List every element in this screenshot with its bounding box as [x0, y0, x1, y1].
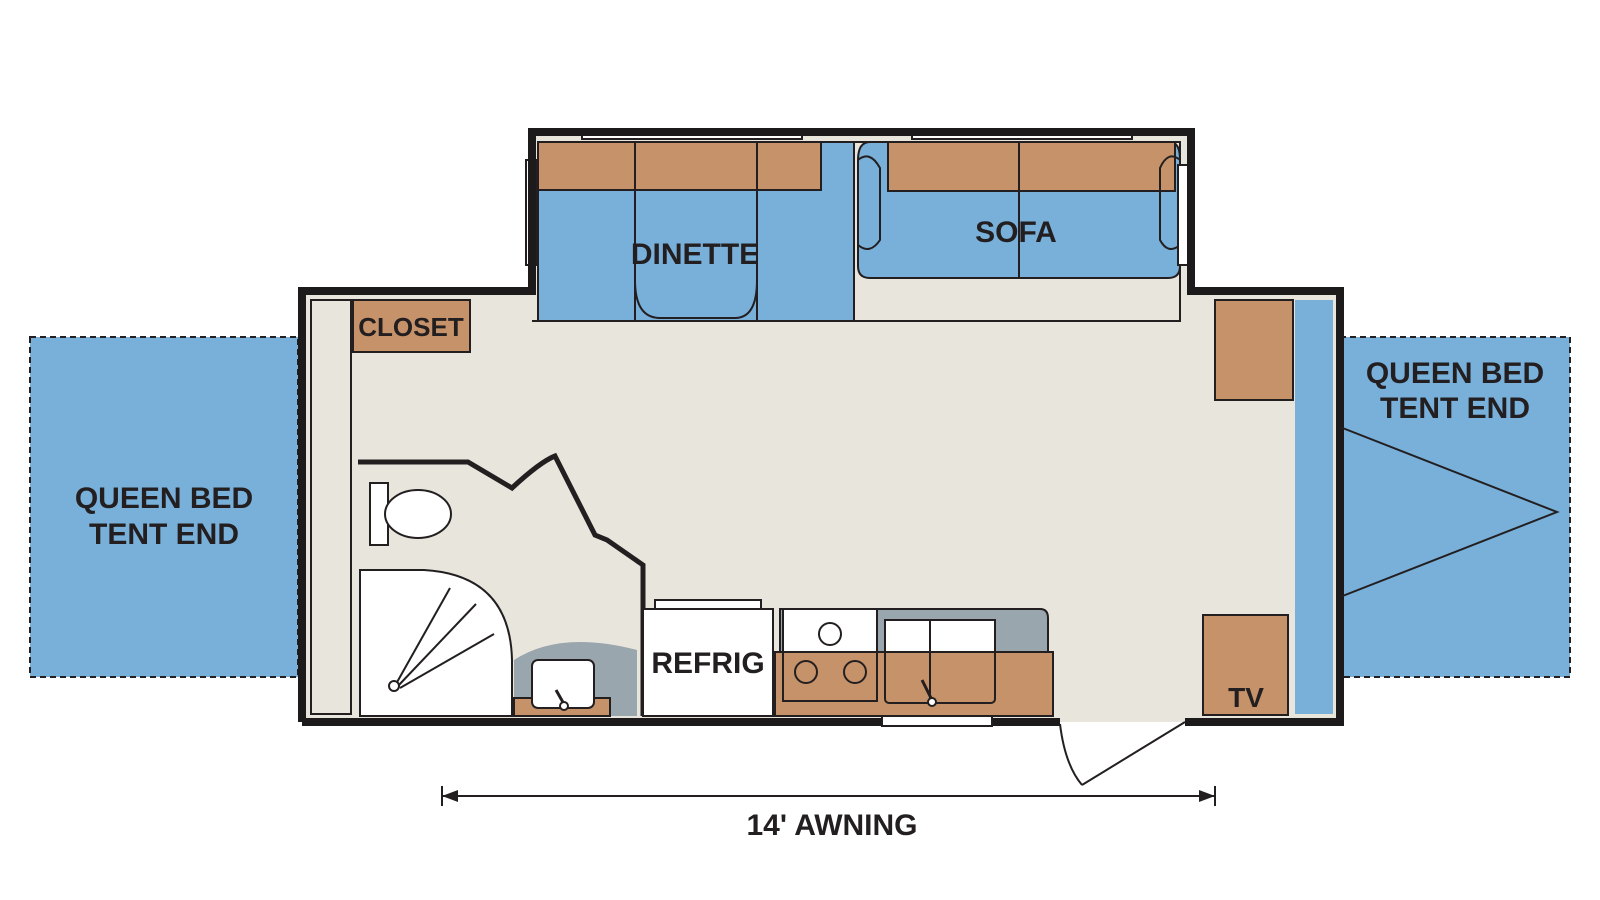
hitch-frame [1339, 426, 1560, 598]
shower-spray [397, 603, 477, 687]
left-tent-area [29, 336, 299, 678]
hitch [1339, 426, 1560, 598]
kitchen-sink-bowl [884, 619, 996, 653]
wall-left-top [298, 128, 1344, 726]
door-swing-arc [1059, 723, 1083, 786]
right-tent-label-line1: QUEEN BED [1366, 357, 1544, 390]
stove-burner [794, 660, 818, 684]
left-tent-end: QUEEN BED TENT END [29, 336, 299, 678]
awning-arrow-right [1199, 790, 1215, 802]
tv-label: TV [1228, 682, 1264, 713]
right-tent-label-line2: TENT END [1380, 392, 1530, 425]
right-bed-strip [1295, 300, 1333, 714]
kitchen-faucet-base [927, 697, 937, 707]
left-wall-strip [310, 299, 352, 715]
sofa-arm-right [1159, 155, 1181, 250]
dinette: DINETTE [525, 128, 855, 322]
closet-label: CLOSET [358, 312, 464, 342]
right-tent-area [1339, 336, 1571, 678]
shower-spray [395, 587, 451, 685]
refrigerator-top [654, 599, 762, 610]
door-leaf [1081, 721, 1186, 786]
left-tent-label-line1: QUEEN BED [75, 482, 253, 515]
wardrobe [1214, 299, 1294, 401]
left-tent-label-line2: TENT END [89, 518, 239, 551]
kitchen: REFRIG [642, 599, 1054, 717]
dinette-label: DINETTE [631, 238, 759, 271]
entry-door [1059, 721, 1186, 786]
awning-label: 14' AWNING [746, 809, 917, 842]
tv-cabinet [1202, 614, 1289, 716]
stove-base [782, 651, 878, 702]
awning-dimension: 14' AWNING [441, 786, 1216, 842]
closet [352, 299, 471, 353]
bath-faucet-base [559, 701, 569, 711]
toilet-bowl [384, 489, 452, 539]
sofa-arm-left [857, 155, 881, 250]
walls [298, 128, 1344, 727]
bathroom-wall [358, 452, 646, 716]
sofa-back-cushion [887, 141, 1176, 192]
bathroom [358, 452, 646, 717]
right-tent-end: QUEEN BED TENT END [1339, 336, 1571, 678]
sofa-label: SOFA [975, 216, 1057, 249]
refrigerator [642, 608, 774, 717]
shower-drain [388, 680, 400, 692]
galley-window [881, 715, 993, 727]
shower-spray [399, 633, 495, 689]
dinette-table [634, 279, 758, 319]
stove-burner [843, 660, 867, 684]
sofa: SOFA [853, 128, 1189, 322]
stove-burner [818, 622, 842, 646]
awning-arrow-left [442, 790, 458, 802]
dinette-back-cushion [537, 141, 822, 191]
refrig-label: REFRIG [651, 647, 764, 680]
kitchen-faucet [920, 679, 934, 701]
sofa-side-window [1177, 164, 1189, 266]
